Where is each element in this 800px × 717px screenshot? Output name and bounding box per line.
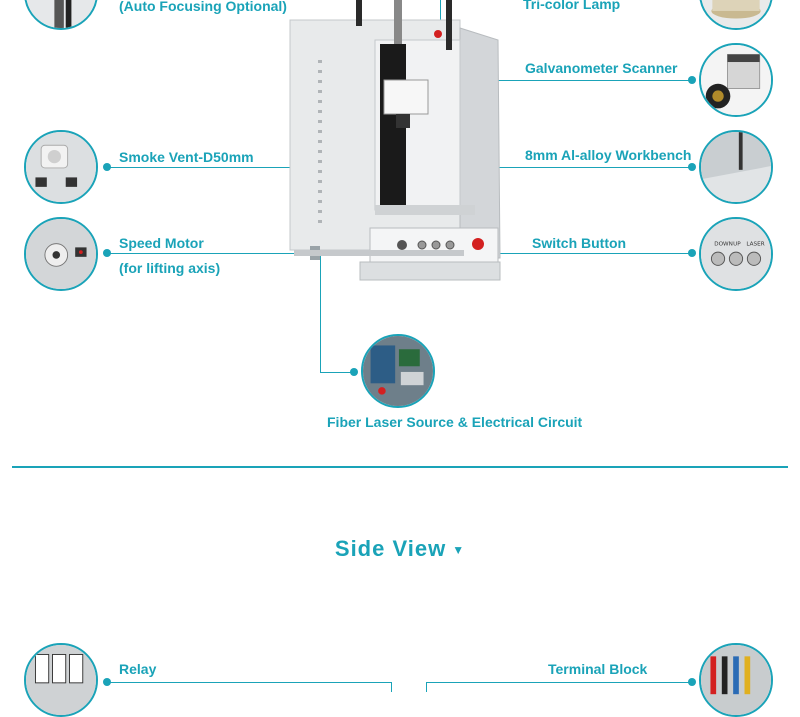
panel-up-text: UP — [733, 241, 741, 247]
galvanometer-label: Galvanometer Scanner — [525, 60, 678, 76]
galvanometer-photo — [699, 43, 773, 117]
galvanometer-line — [420, 80, 692, 81]
fiber-laser-line-v — [320, 253, 321, 373]
lamp-line-v — [440, 0, 441, 20]
laser-machine-illustration — [270, 0, 520, 290]
side-view-title: Side View — [334, 536, 447, 561]
section-divider — [12, 466, 788, 468]
smoke-vent-line — [108, 167, 398, 168]
tri-color-lamp-photo — [699, 0, 773, 30]
auto-focusing-label: (Auto Focusing Optional) — [119, 0, 287, 14]
switch-button-line — [470, 253, 692, 254]
switch-button-dot — [688, 249, 696, 257]
terminal-block-line-v — [426, 682, 427, 692]
fiber-laser-dot — [350, 368, 358, 376]
terminal-block-dot — [688, 678, 696, 686]
workbench-dot — [688, 163, 696, 171]
switch-button-label: Switch Button — [532, 235, 627, 251]
relay-line-v — [391, 682, 392, 692]
auto-focus-photo — [24, 0, 98, 30]
workbench-line — [445, 167, 692, 168]
speed-motor-sub-label: (for lifting axis) — [119, 260, 221, 276]
panel-laser-text: LASER — [746, 241, 764, 247]
workbench-photo — [699, 130, 773, 204]
speed-motor-label: Speed Motor — [119, 235, 204, 251]
terminal-block-label: Terminal Block — [548, 661, 648, 677]
switch-button-photo: DOWN UP LASER — [699, 217, 773, 291]
smoke-vent-dot — [103, 163, 111, 171]
fiber-laser-line-h — [320, 372, 354, 373]
smoke-vent-photo — [24, 130, 98, 204]
fiber-laser-photo — [361, 334, 435, 408]
triangle-down-icon: ▼ — [452, 543, 466, 558]
fiber-laser-label: Fiber Laser Source & Electrical Circuit — [327, 414, 583, 430]
speed-motor-line — [108, 253, 318, 254]
smoke-vent-label: Smoke Vent-D50mm — [119, 149, 254, 165]
speed-motor-photo — [24, 217, 98, 291]
relay-dot — [103, 678, 111, 686]
galvanometer-dot — [688, 76, 696, 84]
panel-down-text: DOWN — [714, 241, 733, 247]
side-view-heading: Side View ▼ — [0, 536, 800, 562]
relay-photo — [24, 643, 98, 717]
relay-label: Relay — [119, 661, 157, 677]
workbench-label: 8mm Al-alloy Workbench — [525, 147, 692, 163]
speed-motor-dot — [103, 249, 111, 257]
tri-color-lamp-label: Tri-color Lamp — [523, 0, 621, 12]
terminal-block-photo — [699, 643, 773, 717]
relay-line — [108, 682, 392, 683]
terminal-block-line — [426, 682, 692, 683]
